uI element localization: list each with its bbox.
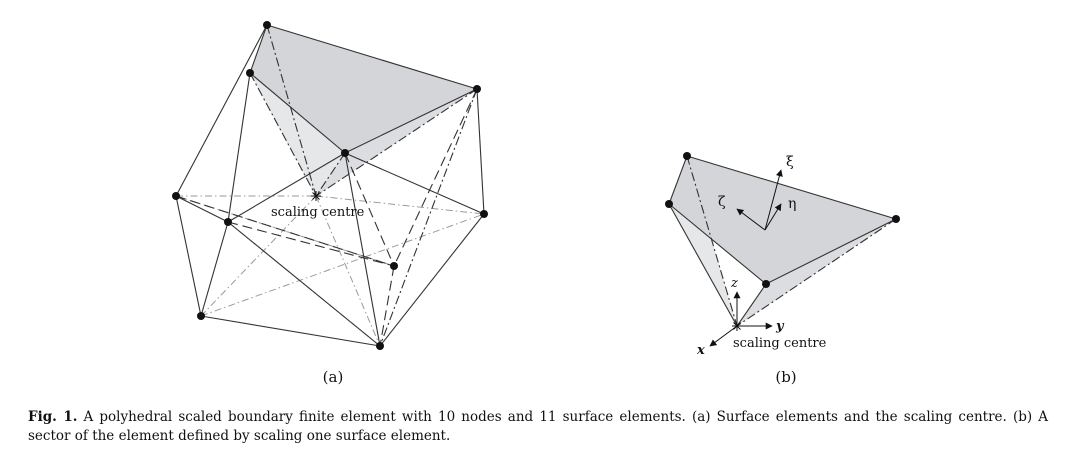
shaded-sector-face xyxy=(250,73,345,196)
node xyxy=(892,215,900,223)
figure-canvas: scaling centre (a) ξ η ζ z y xyxy=(172,21,900,386)
node xyxy=(172,192,180,200)
node xyxy=(683,152,691,160)
sector-rays xyxy=(686,155,897,327)
node xyxy=(473,85,481,93)
z-axis-label: z xyxy=(730,276,738,291)
scaling-centre-marker xyxy=(311,191,321,201)
sector-solid-rays xyxy=(668,203,767,327)
solid-edges xyxy=(175,24,485,347)
x-axis-label: x xyxy=(696,343,705,358)
scaling-centre-label-a: scaling centre xyxy=(271,205,365,220)
node xyxy=(224,218,232,226)
node xyxy=(376,342,384,350)
nodes-a xyxy=(172,21,488,350)
shaded-surface-element xyxy=(250,25,477,153)
zeta-axis-label: ζ xyxy=(718,194,726,210)
node xyxy=(341,149,349,157)
panel-b-label: (b) xyxy=(775,368,796,386)
panel-a-polyhedron: scaling centre (a) xyxy=(172,21,488,386)
nodes-b xyxy=(665,152,900,288)
node xyxy=(246,69,254,77)
caption-text: A polyhedral scaled boundary finite elem… xyxy=(28,409,1048,444)
node xyxy=(197,312,205,320)
xi-axis-label: ξ xyxy=(786,154,794,170)
node xyxy=(480,210,488,218)
eta-axis-label: η xyxy=(788,196,796,212)
scaling-centre-label-b: scaling centre xyxy=(733,336,827,351)
panel-a-label: (a) xyxy=(323,368,344,386)
y-axis-label: y xyxy=(775,319,785,334)
node xyxy=(390,262,398,270)
local-axes xyxy=(736,169,783,231)
scaling-centre-marker-b xyxy=(732,321,742,331)
node xyxy=(263,21,271,29)
caption-lead: Fig. 1. xyxy=(28,409,78,425)
global-axes xyxy=(709,291,773,347)
node xyxy=(762,280,770,288)
centre-edges xyxy=(249,24,478,347)
figure-caption: Fig. 1.A polyhedral scaled boundary fini… xyxy=(28,408,1048,446)
node xyxy=(665,200,673,208)
panel-b-sector: ξ η ζ z y x scaling centre (b) xyxy=(665,152,900,386)
